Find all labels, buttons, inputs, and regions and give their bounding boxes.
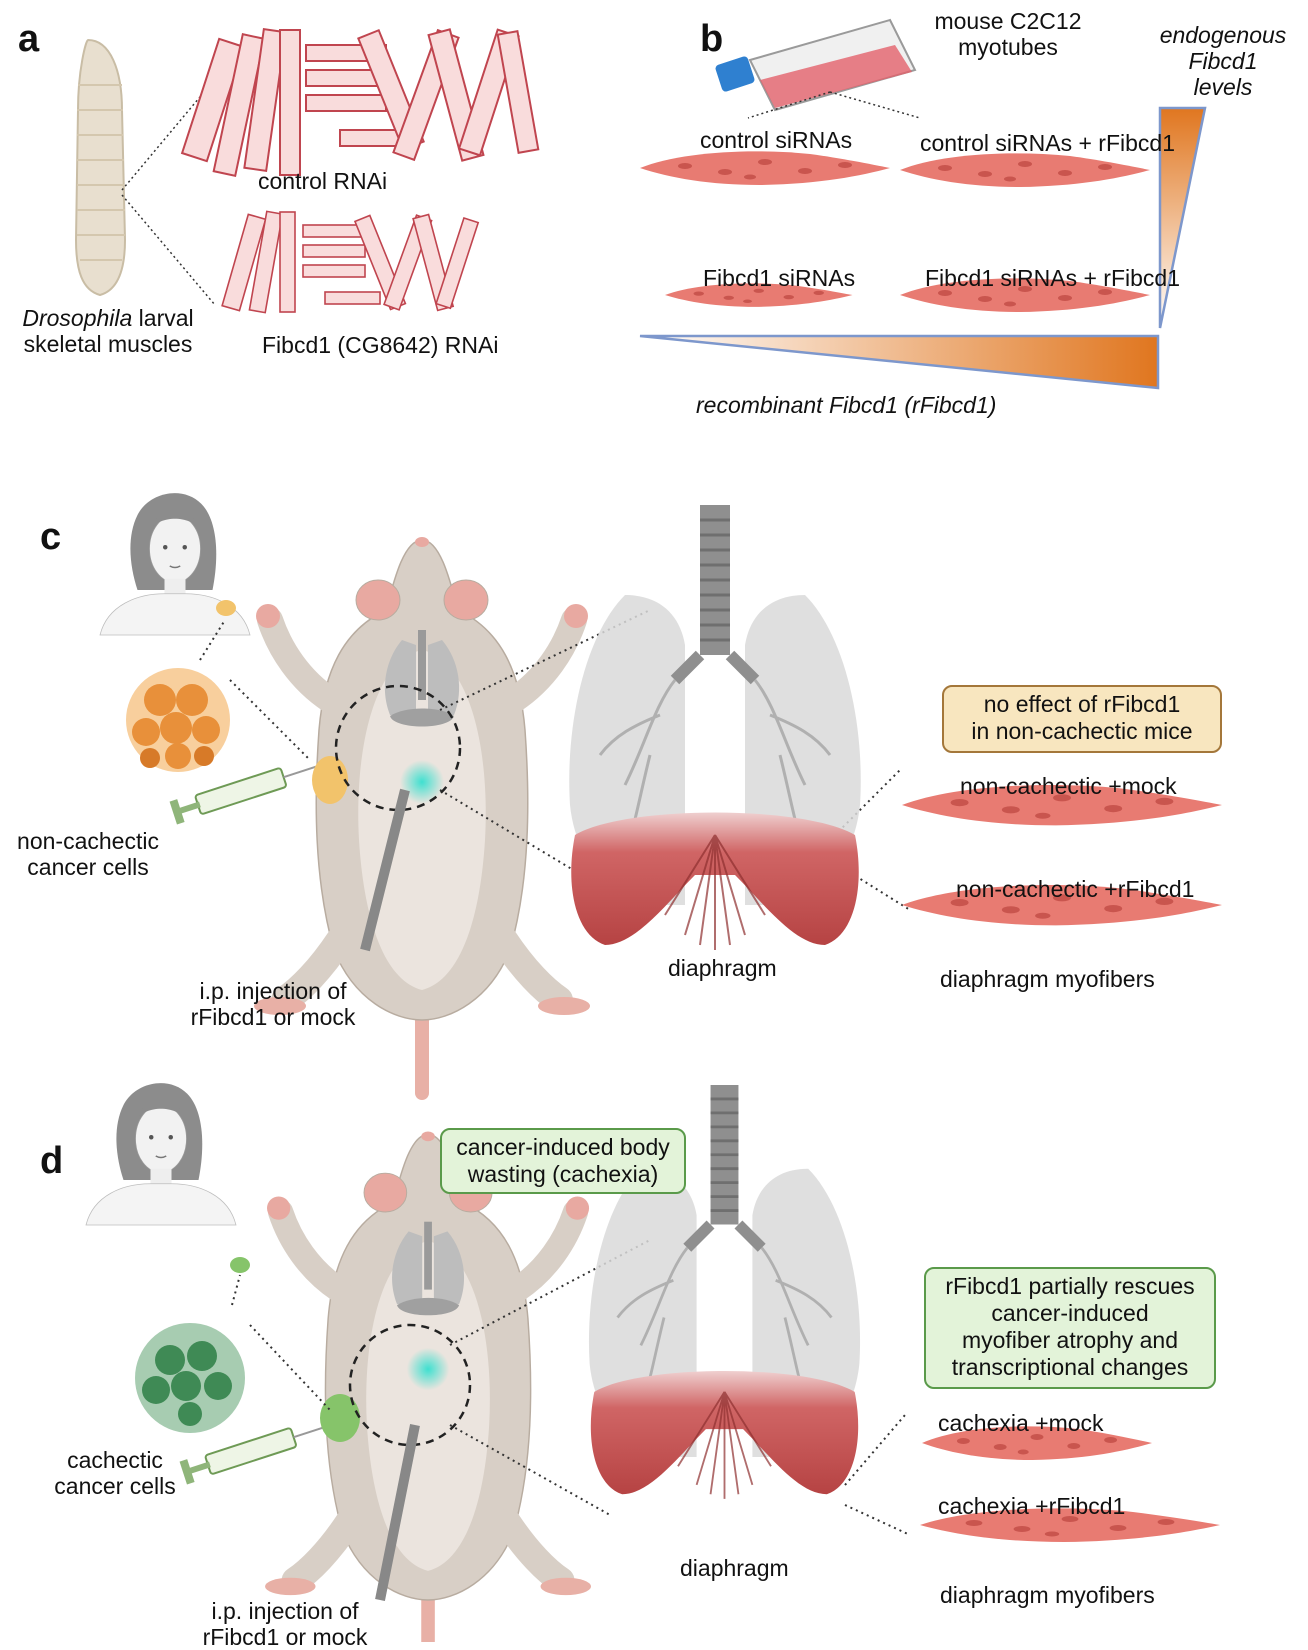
rescue-line1: rFibcd1 partially rescues — [945, 1273, 1194, 1299]
injection-line2-c: rFibcd1 or mock — [191, 1004, 356, 1030]
cond-control-siRNA: control siRNAs — [700, 127, 852, 153]
myofibers-label-d: diaphragm myofibers — [940, 1582, 1155, 1608]
no-effect-line1: no effect of rFibcd1 — [984, 691, 1180, 717]
knockdown-muscles — [222, 211, 478, 312]
myotube-control — [640, 151, 890, 185]
patient-illustration-d — [86, 1083, 236, 1225]
tumor-d — [230, 1257, 250, 1273]
cancer-cells-d — [135, 1323, 245, 1433]
fiber-label-cachexia-rfibcd1: cachexia +rFibcd1 — [938, 1493, 1125, 1519]
rescue-box: rFibcd1 partially rescues cancer-induced… — [924, 1267, 1216, 1389]
recombinant-label: recombinant Fibcd1 (rFibcd1) — [696, 392, 996, 418]
injection-line1-c: i.p. injection of — [199, 978, 346, 1004]
wasting-line1: cancer-induced body — [456, 1134, 670, 1160]
cells-line2-d: cancer cells — [54, 1473, 175, 1499]
injection-line2-d: rFibcd1 or mock — [203, 1624, 368, 1650]
endogenous-line2: Fibcd1 — [1188, 48, 1257, 74]
non-cachectic-cells-label: non-cachectic cancer cells — [8, 828, 168, 880]
fiber-label-cachexia-mock: cachexia +mock — [938, 1410, 1104, 1436]
no-effect-line2: in non-cachectic mice — [971, 718, 1192, 744]
cells-line1-d: cachectic — [67, 1447, 163, 1473]
fiber-label-non-cachectic-mock: non-cachectic +mock — [960, 773, 1177, 799]
rfibcd1-gradient — [640, 336, 1158, 388]
panel-label-b: b — [700, 18, 723, 61]
wasting-line2: wasting (cachexia) — [468, 1161, 658, 1187]
endogenous-line3: levels — [1194, 74, 1253, 100]
panel-label-c: c — [40, 516, 61, 559]
cells-line1-c: non-cachectic — [17, 828, 159, 854]
cond-control-siRNA-rfibcd1: control siRNAs + rFibcd1 — [920, 130, 1175, 156]
rescue-line2: cancer-induced — [991, 1300, 1148, 1326]
diaphragm-label-d: diaphragm — [680, 1555, 789, 1581]
mouse-d — [265, 1131, 591, 1642]
rescue-line3: myofiber atrophy and — [962, 1327, 1178, 1353]
larva-label-line2: skeletal muscles — [24, 331, 193, 357]
injection-label-c: i.p. injection of rFibcd1 or mock — [168, 978, 378, 1030]
larva-label-rest: larval — [132, 305, 193, 331]
endogenous-line1: endogenous — [1160, 22, 1287, 48]
flask-label-line1: mouse C2C12 — [934, 8, 1081, 34]
cachectic-cells-label: cachectic cancer cells — [40, 1447, 190, 1499]
fiber-label-non-cachectic-rfibcd1: non-cachectic +rFibcd1 — [956, 876, 1194, 902]
tumor-c — [216, 600, 236, 616]
larva-label-italic: Drosophila — [22, 305, 132, 331]
mouse-tumor-d — [320, 1394, 360, 1442]
no-effect-box: no effect of rFibcd1 in non-cachectic mi… — [942, 685, 1222, 753]
cells-line2-c: cancer cells — [27, 854, 148, 880]
drosophila-larva — [76, 40, 125, 295]
cond-fibcd1-siRNA-rfibcd1: Fibcd1 siRNAs + rFibcd1 — [925, 265, 1180, 291]
control-muscles — [182, 29, 538, 176]
lungs-diaphragm-c — [569, 505, 861, 950]
flask-label-line2: myotubes — [958, 34, 1058, 60]
panel-label-a: a — [18, 18, 39, 61]
cancer-cells-c — [126, 668, 230, 772]
injection-label-d: i.p. injection of rFibcd1 or mock — [180, 1598, 390, 1650]
control-rnai-label: control RNAi — [258, 168, 387, 194]
diaphragm-label-c: diaphragm — [668, 955, 777, 981]
myofibers-label-c: diaphragm myofibers — [940, 966, 1155, 992]
endogenous-label: endogenous Fibcd1 levels — [1148, 22, 1298, 100]
myotube-control-rfibcd1 — [900, 153, 1150, 187]
cachexia-box: cancer-induced body wasting (cachexia) — [440, 1128, 686, 1194]
mouse-tumor-c — [312, 756, 348, 804]
fibcd1-rnai-label: Fibcd1 (CG8642) RNAi — [262, 332, 498, 358]
cond-fibcd1-siRNA: Fibcd1 siRNAs — [703, 265, 855, 291]
panel-label-d: d — [40, 1140, 63, 1183]
flask-label: mouse C2C12 myotubes — [918, 8, 1098, 60]
injection-line1-d: i.p. injection of — [211, 1598, 358, 1624]
larva-label: Drosophila larval skeletal muscles — [8, 305, 208, 357]
rescue-line4: transcriptional changes — [952, 1354, 1189, 1380]
